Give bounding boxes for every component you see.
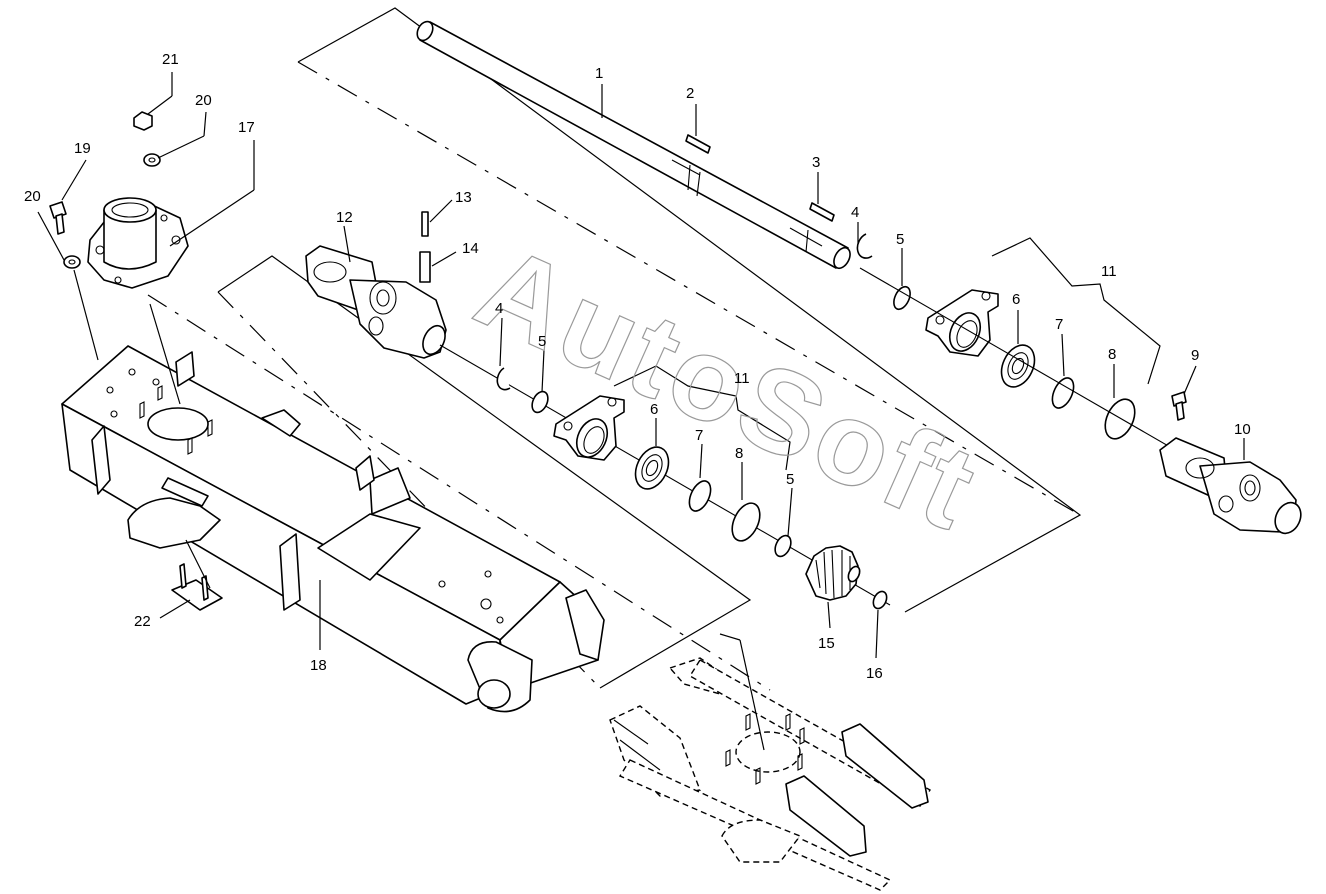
bolt-part-19	[49, 201, 67, 235]
ring-5-upper	[893, 285, 911, 311]
callout-1: 1	[595, 65, 603, 82]
circlip-7-lower	[688, 480, 712, 512]
callout-19: 19	[74, 140, 91, 157]
ring-8-upper	[1104, 398, 1136, 440]
callout-13: 13	[455, 189, 472, 206]
watermark-text: AutoSoft	[459, 220, 997, 556]
callout-8-lower: 8	[735, 445, 743, 462]
circlip-7-upper	[1051, 377, 1075, 409]
callout-11-upper: 11	[1101, 263, 1117, 280]
ring-part-16	[872, 590, 888, 610]
callout-20-top: 20	[195, 92, 212, 109]
bevel-gear-part-15	[805, 545, 861, 601]
callout-16: 16	[866, 665, 883, 682]
pin-part-14	[419, 251, 431, 283]
pin-part-13	[421, 211, 429, 237]
callout-7-lower: 7	[695, 427, 703, 444]
dashed-assembled-view	[609, 657, 931, 891]
callout-2: 2	[686, 85, 694, 102]
axis-line-housing	[147, 294, 771, 691]
bearing-housing-part-11-upper	[925, 289, 999, 357]
callout-18: 18	[310, 657, 327, 674]
callout-leaders	[37, 72, 1245, 751]
callout-3: 3	[812, 154, 820, 171]
washer-part-20-left	[63, 255, 81, 269]
washer-hole-left	[68, 259, 76, 265]
washer-part-20-top	[143, 153, 161, 167]
snap-ring-4-lower	[496, 367, 511, 391]
key-part-3	[809, 202, 835, 222]
callout-17: 17	[238, 119, 255, 136]
universal-joint-part-10	[1159, 437, 1302, 535]
callout-14: 14	[462, 240, 479, 257]
callout-4-lower: 4	[495, 300, 503, 317]
bearing-part-6-lower	[634, 446, 670, 490]
callout-10: 10	[1234, 421, 1251, 438]
callout-5-lower-2: 5	[786, 471, 794, 488]
group-outline-lower	[217, 255, 752, 689]
beam-housing-part-18	[61, 345, 605, 713]
callout-11-lower: 11	[734, 370, 750, 387]
callout-22: 22	[134, 613, 151, 630]
callout-4-upper: 4	[851, 204, 859, 221]
callout-6-lower: 6	[650, 401, 658, 418]
callout-7-upper: 7	[1055, 316, 1063, 333]
washer-hole-top	[148, 157, 156, 163]
shaft-part-1	[416, 20, 851, 270]
callout-12: 12	[336, 209, 353, 226]
bearing-part-6-upper	[1000, 344, 1036, 388]
callout-5-upper: 5	[896, 231, 904, 248]
callout-8-upper: 8	[1108, 346, 1116, 363]
nut-part-21	[133, 111, 153, 131]
ring-8-lower	[731, 502, 761, 542]
callout-6-upper: 6	[1012, 291, 1020, 308]
bearing-housing-part-11-lower	[553, 395, 625, 461]
callout-5-lower: 5	[538, 333, 546, 350]
callout-20-left: 20	[24, 188, 41, 205]
snap-ring-4-upper	[856, 233, 873, 259]
callout-21: 21	[162, 51, 179, 68]
ring-5-lower-2	[774, 534, 792, 558]
flange-housing-part-17	[87, 197, 189, 289]
callout-9: 9	[1191, 347, 1199, 364]
ring-5-lower	[531, 390, 549, 414]
bolt-part-9	[1171, 391, 1187, 421]
key-part-2	[685, 134, 711, 154]
callout-15: 15	[818, 635, 835, 652]
bracket-part-22	[171, 563, 223, 611]
callout-labels: 1 2 3 4 5 11 6 7 8 9 10 12 13 14 4 5 11 …	[24, 51, 1251, 682]
group-outline-upper	[297, 7, 1082, 613]
universal-joint-part-12	[305, 245, 447, 359]
